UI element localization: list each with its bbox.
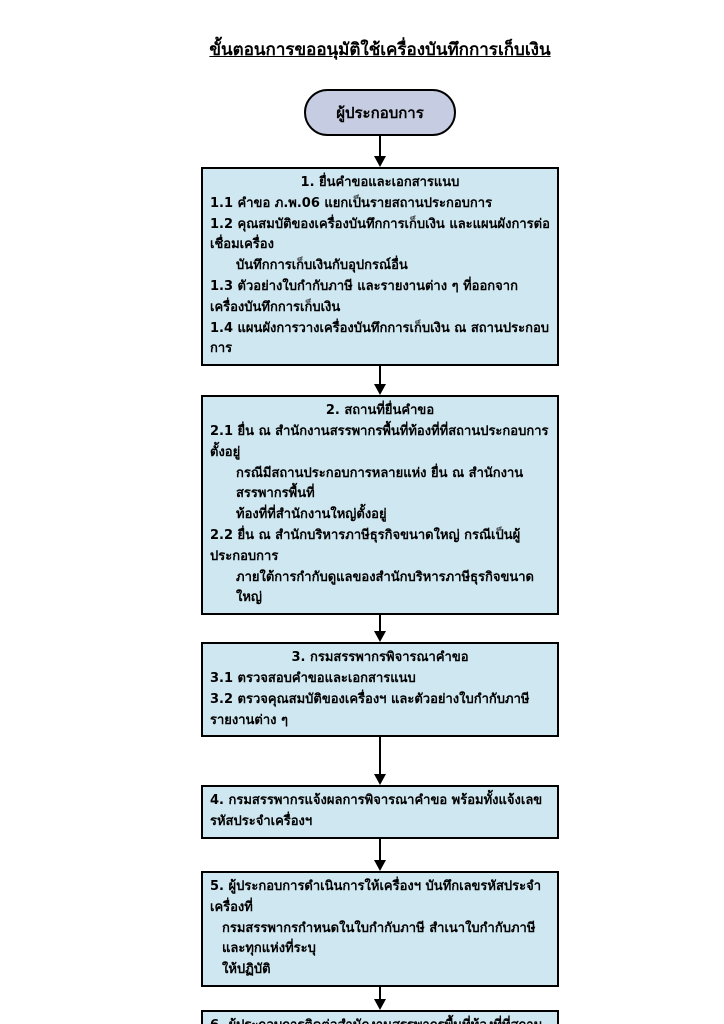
process-box-3-line: 3.2 ตรวจคุณสมบัติของเครื่องฯ และตัวอย่าง… bbox=[210, 691, 530, 728]
arrow-shaft bbox=[379, 737, 381, 775]
process-box-2-line: ภายใต้การกำกับดูแลของสำนักบริหารภาษีธุรก… bbox=[236, 569, 534, 606]
flowchart: ผู้ประกอบการ 1. ยื่นคำขอและเอกสารแนบ 1.1 ค… bbox=[201, 89, 559, 1024]
flow-arrow bbox=[374, 136, 386, 167]
process-box-4: 4. กรมสรรพากรแจ้งผลการพิจารณาคำขอ พร้อมท… bbox=[201, 785, 559, 839]
process-box-2: 2. สถานที่ยื่นคำขอ 2.1 ยื่น ณ สำนักงานสรร… bbox=[201, 395, 559, 616]
process-box-1-line: 1.3 ตัวอย่างใบกำกับภาษี และรายงานต่าง ๆ … bbox=[210, 278, 518, 315]
arrow-head-icon bbox=[374, 859, 386, 871]
arrow-head-icon bbox=[374, 156, 386, 167]
process-box-3: 3. กรมสรรพากรพิจารณาคำขอ 3.1 ตรวจสอบคำขอแ… bbox=[201, 642, 559, 738]
flow-arrow bbox=[374, 366, 386, 396]
process-box-2-header: 2. สถานที่ยื่นคำขอ bbox=[325, 403, 435, 419]
flow-column: ขั้นตอนการขออนุมัติใช้เครื่องบันทึกการเก… bbox=[201, 36, 559, 1024]
process-box-6-line: 6. ผู้ประกอบการติดต่อสำนักงานสรรพากรพื้น… bbox=[210, 1016, 550, 1024]
process-box-1: 1. ยื่นคำขอและเอกสารแนบ 1.1 คำขอ ภ.พ.06 แ… bbox=[201, 167, 559, 367]
page-title: ขั้นตอนการขออนุมัติใช้เครื่องบันทึกการเก… bbox=[209, 40, 551, 60]
arrow-head-icon bbox=[374, 774, 386, 786]
flow-arrow bbox=[374, 737, 386, 786]
start-node: ผู้ประกอบการ bbox=[304, 89, 456, 136]
flow-arrow bbox=[374, 615, 386, 643]
process-box-2-line: 2.2 ยื่น ณ สำนักบริหารภาษีธุรกิจขนาดใหญ่… bbox=[210, 527, 521, 564]
process-box-2-line: 2.1 ยื่น ณ สำนักงานสรรพากรพื้นที่ท้องที่… bbox=[210, 423, 549, 460]
arrow-shaft bbox=[379, 838, 381, 860]
arrow-head-icon bbox=[374, 631, 386, 643]
arrow-head-icon bbox=[374, 384, 386, 396]
process-box-6: 6. ผู้ประกอบการติดต่อสำนักงานสรรพากรพื้น… bbox=[201, 1009, 559, 1024]
flow-arrow bbox=[374, 986, 386, 1010]
process-box-3-line: 3.1 ตรวจสอบคำขอและเอกสารแนบ bbox=[210, 670, 416, 686]
process-box-4-line: 4. กรมสรรพากรแจ้งผลการพิจารณาคำขอ พร้อมท… bbox=[210, 793, 543, 830]
process-box-2-line: กรณีมีสถานประกอบการหลายแห่ง ยื่น ณ สำนัก… bbox=[236, 465, 524, 502]
process-box-1-line: 1.1 คำขอ ภ.พ.06 แยกเป็นรายสถานประกอบการ bbox=[210, 195, 493, 211]
flow-arrow bbox=[374, 838, 386, 871]
process-box-5: 5. ผู้ประกอบการดำเนินการให้เครื่องฯ บันท… bbox=[201, 870, 559, 987]
process-box-5-line: ให้ปฏิบัติ bbox=[222, 962, 271, 978]
process-box-1-line: บันทึกการเก็บเงินกับอุปกรณ์อื่น bbox=[236, 258, 408, 274]
process-box-5-line: 5. ผู้ประกอบการดำเนินการให้เครื่องฯ บันท… bbox=[210, 878, 542, 915]
process-box-5-line: กรมสรรพากรกำหนดในใบกำกับภาษี สำเนาใบกำกั… bbox=[222, 920, 536, 957]
arrow-shaft bbox=[379, 366, 381, 385]
arrow-shaft bbox=[379, 136, 381, 156]
arrow-shaft bbox=[379, 615, 381, 632]
process-box-1-line: 1.2 คุณสมบัติของเครื่องบันทึกการเก็บเงิน… bbox=[210, 216, 550, 253]
process-box-1-header: 1. ยื่นคำขอและเอกสารแนบ bbox=[300, 175, 460, 190]
arrow-head-icon bbox=[374, 998, 386, 1010]
arrow-shaft bbox=[379, 986, 381, 999]
process-box-1-line: 1.4 แผนผังการวางเครื่องบันทึกการเก็บเงิน… bbox=[210, 320, 550, 357]
process-box-2-line: ท้องที่ที่สำนักงานใหญ่ตั้งอยู่ bbox=[236, 507, 387, 523]
process-box-3-header: 3. กรมสรรพากรพิจารณาคำขอ bbox=[291, 650, 469, 666]
